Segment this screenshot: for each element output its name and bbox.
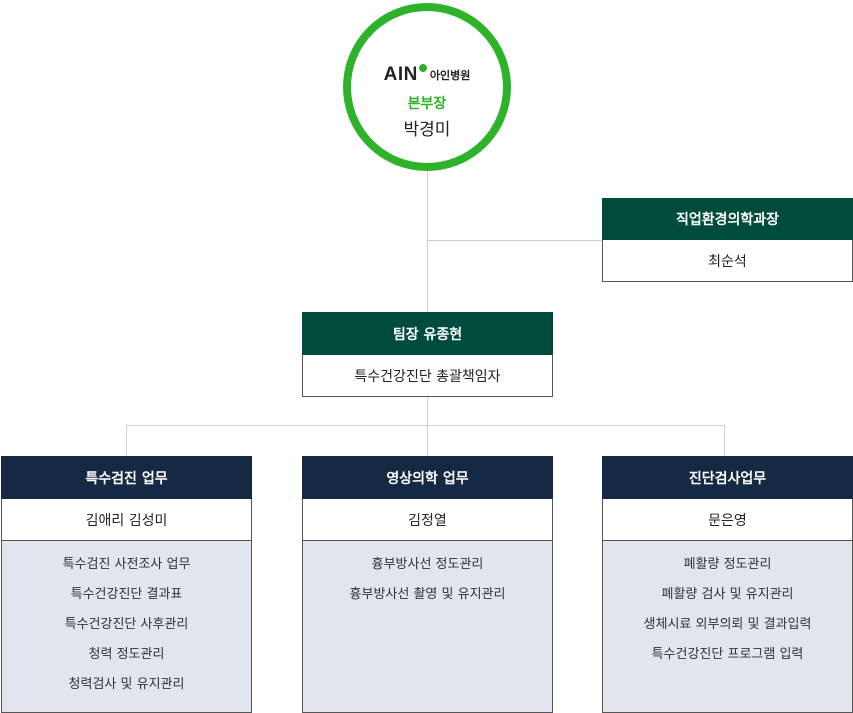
dept-title: 특수검진 업무 [1,456,252,499]
task-item: 폐활량 정도관리 [683,557,772,572]
task-item: 청력검사 및 유지관리 [68,677,185,692]
task-item: 폐활량 검사 및 유지관리 [661,587,794,602]
task-item: 생체시료 외부의뢰 및 결과입력 [643,617,812,632]
head-name: 박경미 [403,120,451,140]
team-leader-subtitle: 특수건강진단 총괄책임자 [302,355,553,397]
head-circle: AIN 아인병원 본부장 박경미 [343,3,511,171]
logo-mark: AIN [384,64,427,86]
task-item: 흉부방사선 촬영 및 유지관리 [349,587,506,602]
connector-leader-down [427,397,428,425]
connector-branch-right [724,425,725,456]
task-item: 청력 정도관리 [88,647,165,662]
connector-branch-left [126,425,127,456]
logo-dot-icon [418,64,427,72]
connector-branch-center [427,425,428,456]
dept-task-list: 특수검진 사전조사 업무 특수건강진단 결과표 특수건강진단 사후관리 청력 정… [1,541,252,713]
team-leader-title: 팀장 유종현 [302,312,553,355]
task-item: 특수건강진단 결과표 [70,587,183,602]
connector-horizontal-branch [126,425,725,426]
hospital-logo: AIN 아인병원 [351,64,503,86]
logo-korean-name: 아인병원 [429,69,471,82]
head-role: 본부장 [407,96,447,112]
side-box-title: 직업환경의학과장 [602,198,853,240]
connector-to-side-box [427,240,602,241]
dept-task-list: 폐활량 정도관리 폐활량 검사 및 유지관리 생체시료 외부의뢰 및 결과입력 … [602,541,853,713]
dept-members: 김애리 김성미 [1,499,252,541]
task-item: 특수건강진단 사후관리 [64,617,189,632]
dept-task-list: 흉부방사선 정도관리 흉부방사선 촬영 및 유지관리 [302,541,553,713]
connector-vertical-main [427,171,428,312]
dept-members: 문은영 [602,499,853,541]
task-item: 특수건강진단 프로그램 입력 [651,647,804,662]
side-box-name: 최순석 [602,240,853,282]
dept-title: 진단검사업무 [602,456,853,499]
dept-title: 영상의학 업무 [302,456,553,499]
task-item: 특수검진 사전조사 업무 [62,557,191,572]
dept-members: 김정열 [302,499,553,541]
task-item: 흉부방사선 정도관리 [371,557,484,572]
